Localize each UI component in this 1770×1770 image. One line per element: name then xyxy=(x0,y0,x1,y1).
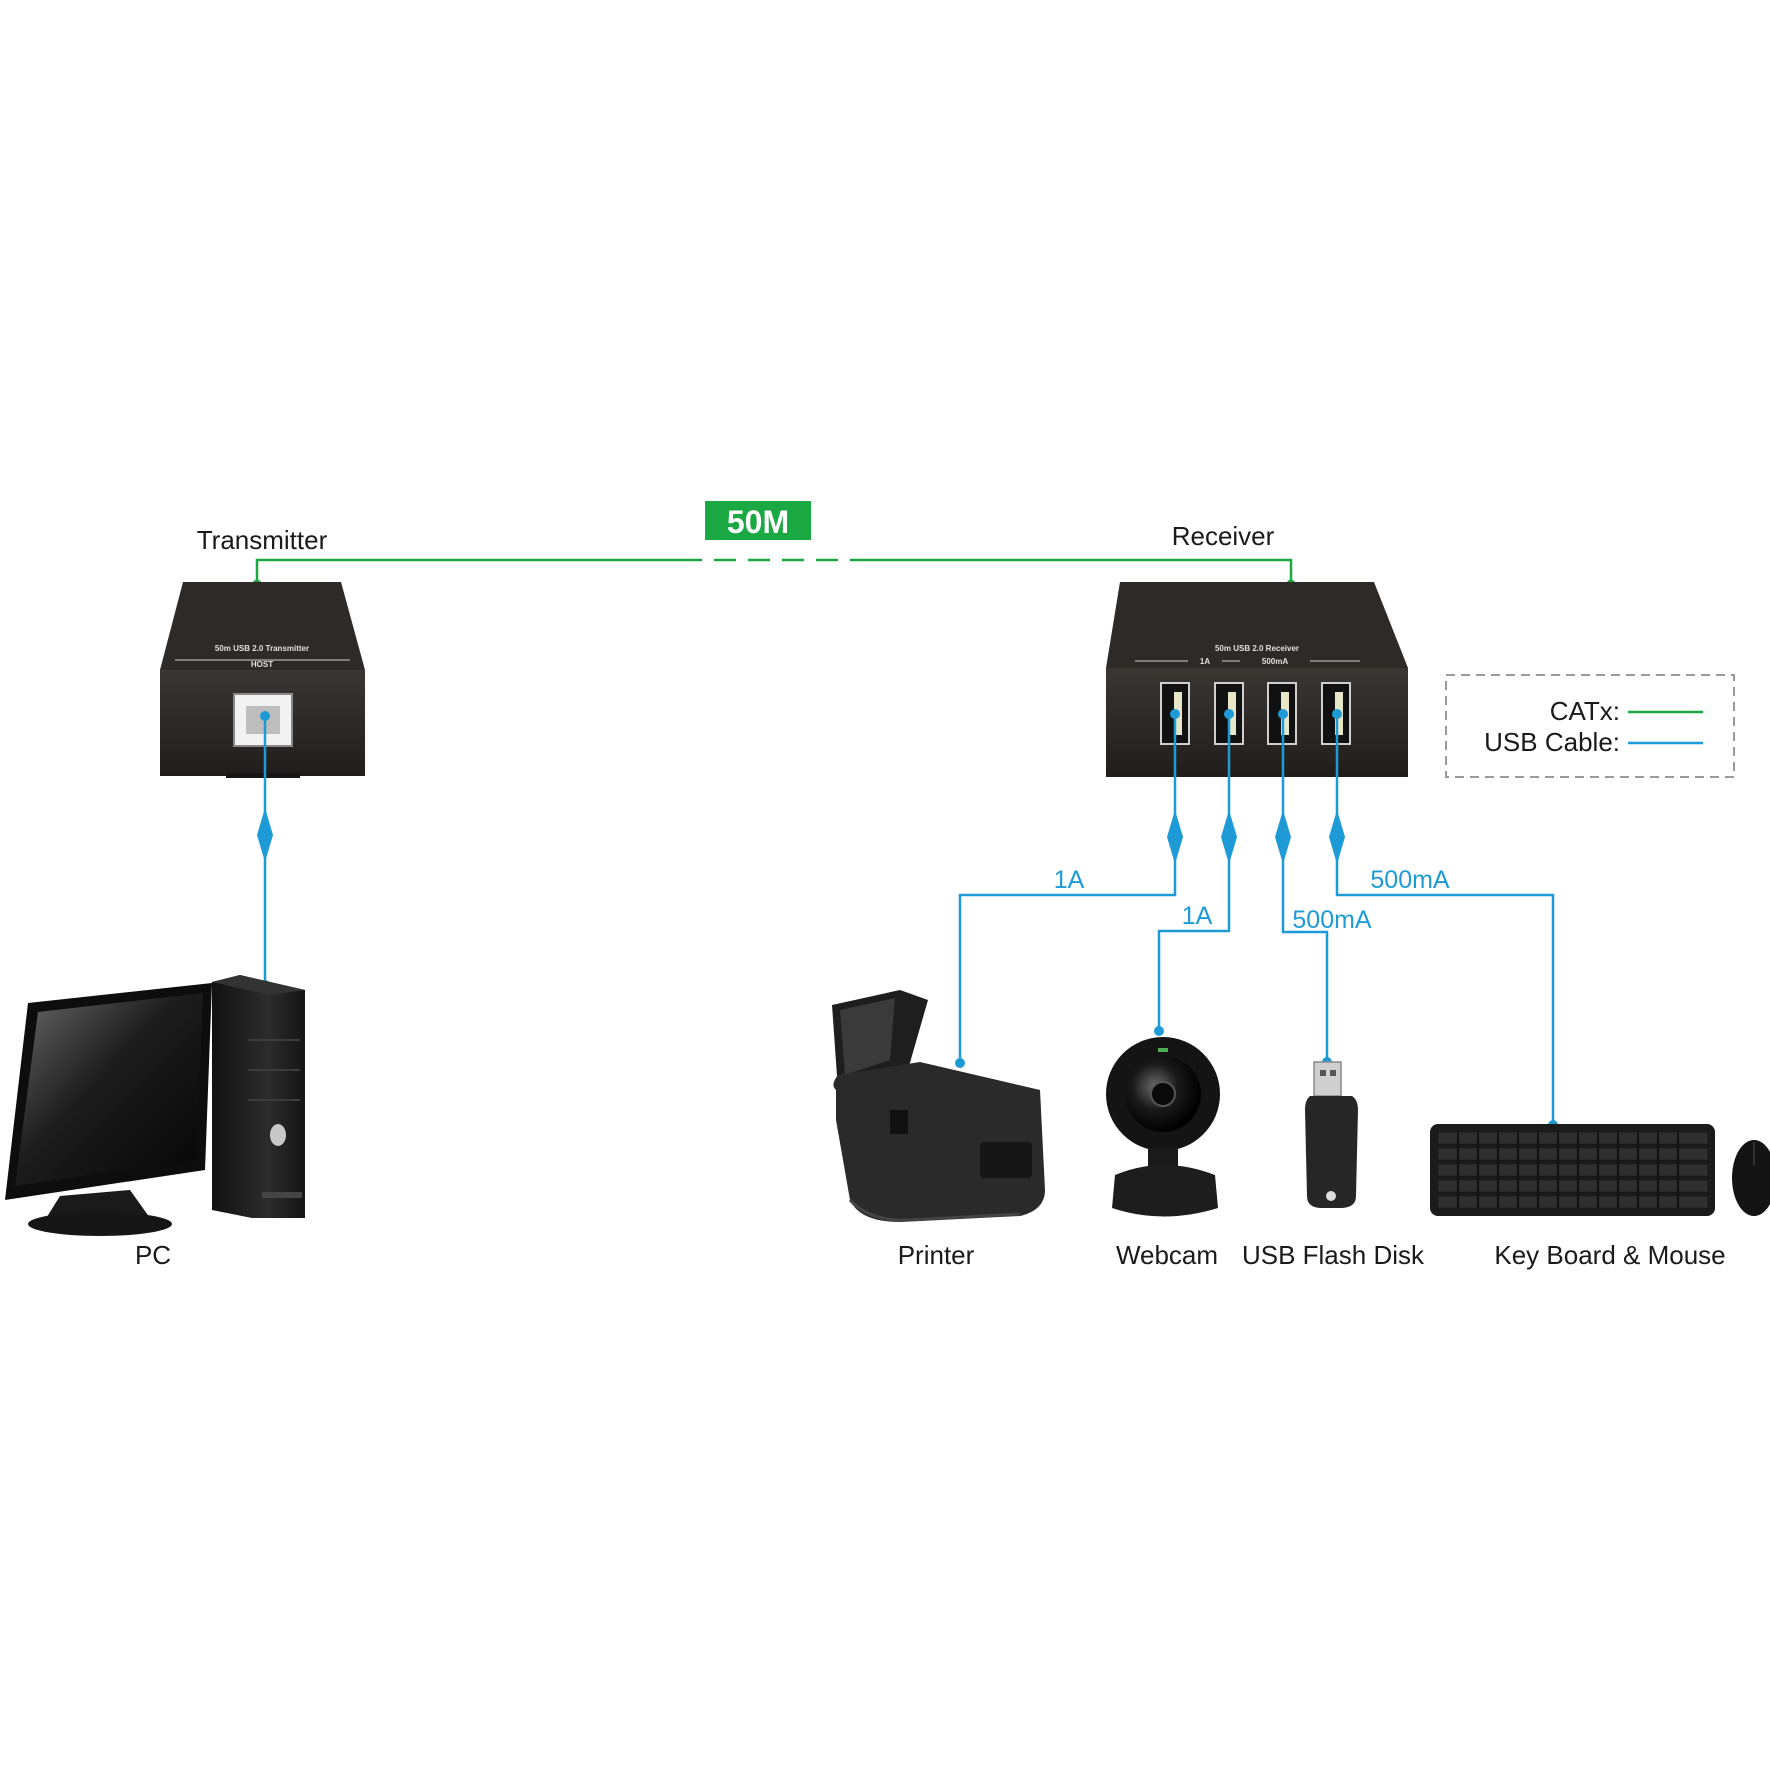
receiver-group-label-500ma: 500mA xyxy=(1262,657,1288,666)
transmitter-port-label: HOST xyxy=(251,660,273,669)
keyboard-mouse-icon xyxy=(1430,1124,1770,1216)
usb-cables xyxy=(263,714,1555,1125)
flash-current-label: 500mA xyxy=(1292,906,1372,934)
legend: CATx: USB Cable: xyxy=(1445,674,1735,778)
receiver-face-text: 50m USB 2.0 Receiver xyxy=(1215,644,1299,653)
transmitter-face-text: 50m USB 2.0 Transmitter xyxy=(215,644,309,653)
printer-label: Printer xyxy=(898,1240,975,1270)
transmitter-device: 50m USB 2.0 Transmitter HOST xyxy=(160,582,365,778)
keyboard-mouse-label: Key Board & Mouse xyxy=(1494,1240,1725,1270)
receiver-device: 50m USB 2.0 Receiver 1A 500mA xyxy=(1106,582,1408,777)
receiver-group-label-1a: 1A xyxy=(1200,657,1210,666)
webcam-label: Webcam xyxy=(1116,1240,1218,1270)
usb-flash-label: USB Flash Disk xyxy=(1242,1240,1425,1270)
webcam-icon xyxy=(1106,1037,1220,1217)
keyboard-current-label: 500mA xyxy=(1370,866,1450,894)
receiver-label: Receiver xyxy=(1172,521,1275,551)
distance-badge: 50M xyxy=(705,501,811,540)
webcam-current-label: 1A xyxy=(1182,902,1213,930)
pc-icon xyxy=(5,975,305,1236)
distance-badge-text: 50M xyxy=(727,504,789,540)
legend-usb-label: USB Cable: xyxy=(1484,727,1620,757)
pc-label: PC xyxy=(135,1240,171,1270)
transmitter-label: Transmitter xyxy=(197,525,328,555)
printer-current-label: 1A xyxy=(1054,866,1085,894)
usb-flash-icon xyxy=(1305,1061,1358,1208)
usb-cable-arrows xyxy=(257,808,1345,864)
printer-icon xyxy=(832,990,1045,1222)
legend-catx-label: CATx: xyxy=(1550,696,1620,726)
